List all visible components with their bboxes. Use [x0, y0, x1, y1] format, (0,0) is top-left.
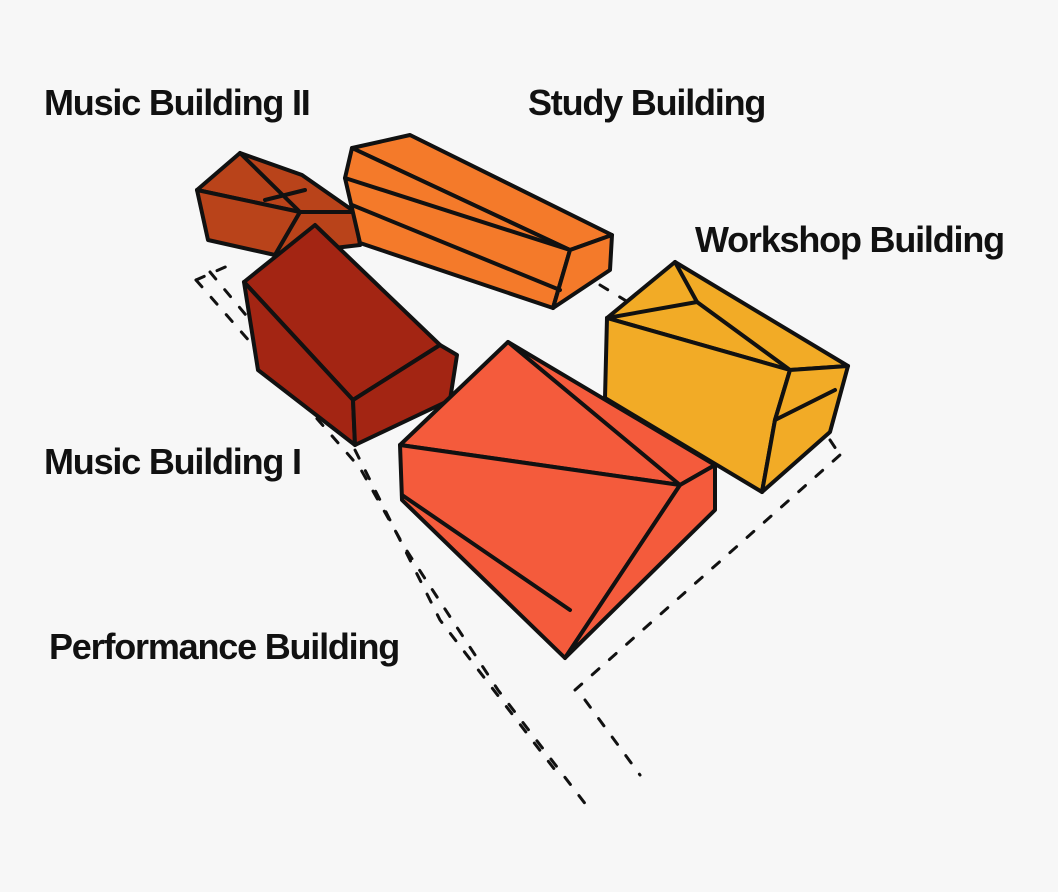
performance-building-end: [563, 463, 717, 660]
study-building-block: [343, 133, 614, 310]
study-building-lower-line: [350, 203, 562, 292]
workshop-building-block: [603, 260, 850, 494]
music-building-2-roof-line: [263, 188, 307, 202]
label-workshop-building: Workshop Building: [695, 219, 1005, 260]
boundary-north: [194, 262, 234, 282]
performance-building-ridge: [506, 340, 682, 487]
study-building-ridge: [343, 176, 572, 252]
workshop-building-eave: [773, 388, 837, 422]
boundary-west-inner: [208, 270, 557, 772]
boundary-east: [828, 438, 842, 457]
study-building-front: [343, 146, 572, 310]
label-music-building-1: Music Building I: [44, 441, 302, 482]
workshop-building-end: [760, 364, 850, 494]
music-building-1-end: [351, 343, 459, 447]
music-building-1-block: [242, 223, 459, 447]
boundary-south-outer: [583, 698, 642, 777]
music-building-2-ridge: [238, 151, 302, 214]
label-study-building: Study Building: [528, 82, 766, 123]
performance-building-eave: [400, 493, 572, 612]
performance-building-block: [398, 340, 717, 660]
boundary-study-link: [598, 283, 630, 304]
workshop-building-hip: [605, 300, 699, 320]
label-music-building-2: Music Building II: [44, 82, 311, 123]
music-building-2-block: [195, 151, 362, 257]
label-performance-building: Performance Building: [49, 626, 400, 667]
